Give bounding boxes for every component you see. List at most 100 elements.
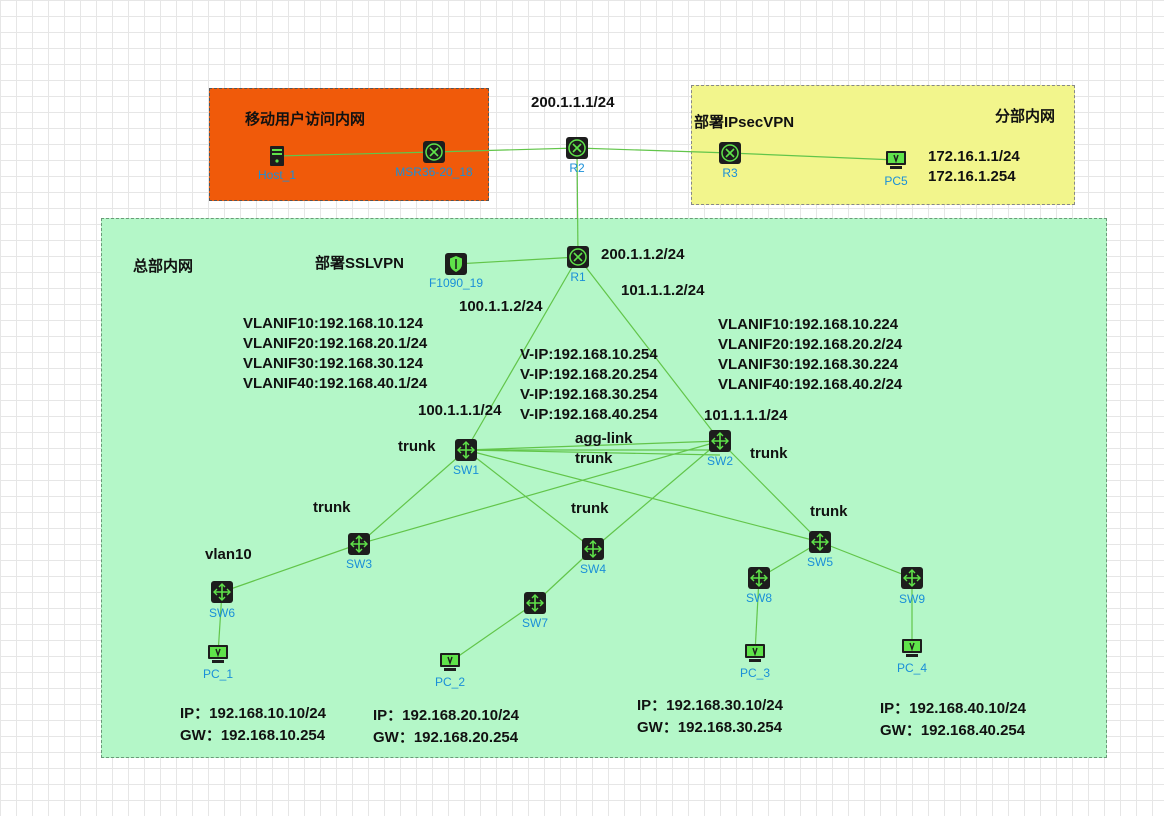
vip-10: V-IP:192.168.10.254 bbox=[520, 346, 658, 363]
device-label-sw1: SW1 bbox=[452, 463, 480, 477]
pc-icon[interactable] bbox=[901, 637, 923, 659]
sw2-uplink-ip: 101.1.1.1/24 bbox=[704, 407, 788, 424]
link-sw8-pc3 bbox=[754, 577, 760, 654]
zone-branch-network bbox=[691, 85, 1075, 205]
device-label-sw8: SW8 bbox=[745, 591, 773, 605]
trunk-label-agg: trunk bbox=[575, 450, 613, 467]
sw2-vlanif-40: VLANIF40:192.168.40.2/24 bbox=[718, 376, 903, 393]
router-icon[interactable] bbox=[719, 142, 741, 164]
link-sw2-sw3 bbox=[358, 440, 721, 545]
link-sw1-sw3 bbox=[358, 449, 467, 545]
link-sw7-pc2 bbox=[449, 602, 536, 663]
trunk-label-sw4: trunk bbox=[571, 500, 609, 517]
pc1-ip: IP：192.168.10.10/24 bbox=[180, 705, 326, 722]
switch-icon[interactable] bbox=[901, 567, 923, 589]
branch-ip-annotation: 172.16.1.1/24 bbox=[928, 148, 1020, 165]
link-r3-pc5 bbox=[729, 152, 897, 161]
device-label-pc1: PC_1 bbox=[202, 667, 234, 681]
trunk-label-sw3: trunk bbox=[313, 499, 351, 516]
device-label-r1: R1 bbox=[570, 270, 586, 284]
device-label-pc3: PC_3 bbox=[739, 666, 771, 680]
pc-icon[interactable] bbox=[744, 642, 766, 664]
link-sw1-sw4 bbox=[465, 449, 594, 550]
zone-branch-label: 分部内网 bbox=[995, 108, 1056, 125]
ssl-vpn-annotation: 部署SSLVPN bbox=[315, 255, 404, 272]
link-sw1-sw5 bbox=[465, 449, 821, 543]
switch-icon[interactable] bbox=[455, 439, 477, 461]
pc-icon[interactable] bbox=[439, 651, 461, 673]
vip-20: V-IP:192.168.20.254 bbox=[520, 366, 658, 383]
switch-icon[interactable] bbox=[211, 581, 233, 603]
link-r2-r3 bbox=[576, 147, 731, 154]
trunk-label-sw1: trunk bbox=[398, 438, 436, 455]
device-label-r3: R3 bbox=[722, 166, 738, 180]
sw1-vlanif-20: VLANIF20:192.168.20.1/24 bbox=[243, 335, 428, 352]
pc1-gw: GW：192.168.10.254 bbox=[180, 727, 326, 744]
router-icon[interactable] bbox=[566, 137, 588, 159]
switch-icon[interactable] bbox=[348, 533, 370, 555]
vip-30: V-IP:192.168.30.254 bbox=[520, 386, 658, 403]
sw2-vlanif-20: VLANIF20:192.168.20.2/24 bbox=[718, 336, 903, 353]
device-label-pc2: PC_2 bbox=[434, 675, 466, 689]
sw1-vlanif-10: VLANIF10:192.168.10.124 bbox=[243, 315, 424, 332]
device-label-sw5: SW5 bbox=[806, 555, 834, 569]
zone-hq-label: 总部内网 bbox=[133, 258, 194, 275]
pc-icon[interactable] bbox=[207, 643, 229, 665]
switch-icon[interactable] bbox=[709, 430, 731, 452]
server-icon[interactable] bbox=[266, 145, 288, 167]
vip-40: V-IP:192.168.40.254 bbox=[520, 406, 658, 423]
link-sw3-sw6 bbox=[221, 543, 360, 593]
sw1-vlanif-30: VLANIF30:192.168.30.124 bbox=[243, 355, 424, 372]
sw2-vlanif-30: VLANIF30:192.168.30.224 bbox=[718, 356, 899, 373]
ipsec-vpn-annotation: 部署IPsecVPN bbox=[694, 114, 795, 131]
switch-icon[interactable] bbox=[524, 592, 546, 614]
switch-icon[interactable] bbox=[582, 538, 604, 560]
zone-mobile-label: 移动用户访问内网 bbox=[245, 111, 366, 128]
device-label-sw4: SW4 bbox=[579, 562, 607, 576]
device-label-pc4: PC_4 bbox=[896, 661, 928, 675]
r2-ip-annotation: 200.1.1.1/24 bbox=[531, 94, 615, 111]
link-r2-r1 bbox=[576, 147, 579, 258]
link-r1-sw1 bbox=[465, 256, 579, 451]
pc3-ip: IP：192.168.30.10/24 bbox=[637, 697, 783, 714]
link-fw-r1 bbox=[455, 256, 579, 265]
trunk-label-sw2: trunk bbox=[750, 445, 788, 462]
pc3-gw: GW：192.168.30.254 bbox=[637, 719, 783, 736]
device-label-msr: MSR36-20_18 bbox=[395, 165, 473, 179]
device-label-sw2: SW2 bbox=[706, 454, 734, 468]
device-label-pc5: PC5 bbox=[884, 174, 908, 188]
r1-uplink-ip: 200.1.1.2/24 bbox=[601, 246, 685, 263]
router-icon[interactable] bbox=[423, 141, 445, 163]
link-host1-msr bbox=[276, 151, 435, 157]
device-label-fw: F1090_19 bbox=[428, 276, 484, 290]
r1-right-ip: 101.1.1.2/24 bbox=[621, 282, 705, 299]
device-label-host1: Host_1 bbox=[257, 168, 297, 182]
trunk-label-sw5: trunk bbox=[810, 503, 848, 520]
pc4-ip: IP：192.168.40.10/24 bbox=[880, 700, 1026, 717]
vlan10-label: vlan10 bbox=[205, 546, 252, 563]
sw1-vlanif-40: VLANIF40:192.168.40.1/24 bbox=[243, 375, 428, 392]
device-label-sw3: SW3 bbox=[345, 557, 373, 571]
pc4-gw: GW：192.168.40.254 bbox=[880, 722, 1026, 739]
link-sw2-sw4 bbox=[592, 440, 721, 550]
device-label-sw9: SW9 bbox=[898, 592, 926, 606]
link-sw5-sw9 bbox=[819, 541, 913, 579]
router-icon[interactable] bbox=[567, 246, 589, 268]
switch-icon[interactable] bbox=[809, 531, 831, 553]
firewall-icon[interactable] bbox=[445, 253, 467, 275]
switch-icon[interactable] bbox=[748, 567, 770, 589]
link-sw2-sw5 bbox=[719, 440, 821, 543]
device-label-r2: R2 bbox=[569, 161, 585, 175]
pc2-ip: IP：192.168.20.10/24 bbox=[373, 707, 519, 724]
link-r1-sw2 bbox=[577, 256, 721, 442]
sw1-uplink-ip: 100.1.1.1/24 bbox=[418, 402, 502, 419]
agg-link-label: agg-link bbox=[575, 430, 633, 447]
device-label-sw7: SW7 bbox=[521, 616, 549, 630]
zone-headquarters-network bbox=[101, 218, 1107, 758]
link-sw1-sw2-c bbox=[465, 449, 721, 456]
pc-icon[interactable] bbox=[885, 149, 907, 171]
sw2-vlanif-10: VLANIF10:192.168.10.224 bbox=[718, 316, 899, 333]
r1-left-ip: 100.1.1.2/24 bbox=[459, 298, 543, 315]
pc2-gw: GW：192.168.20.254 bbox=[373, 729, 519, 746]
link-msr-r2 bbox=[433, 147, 578, 153]
